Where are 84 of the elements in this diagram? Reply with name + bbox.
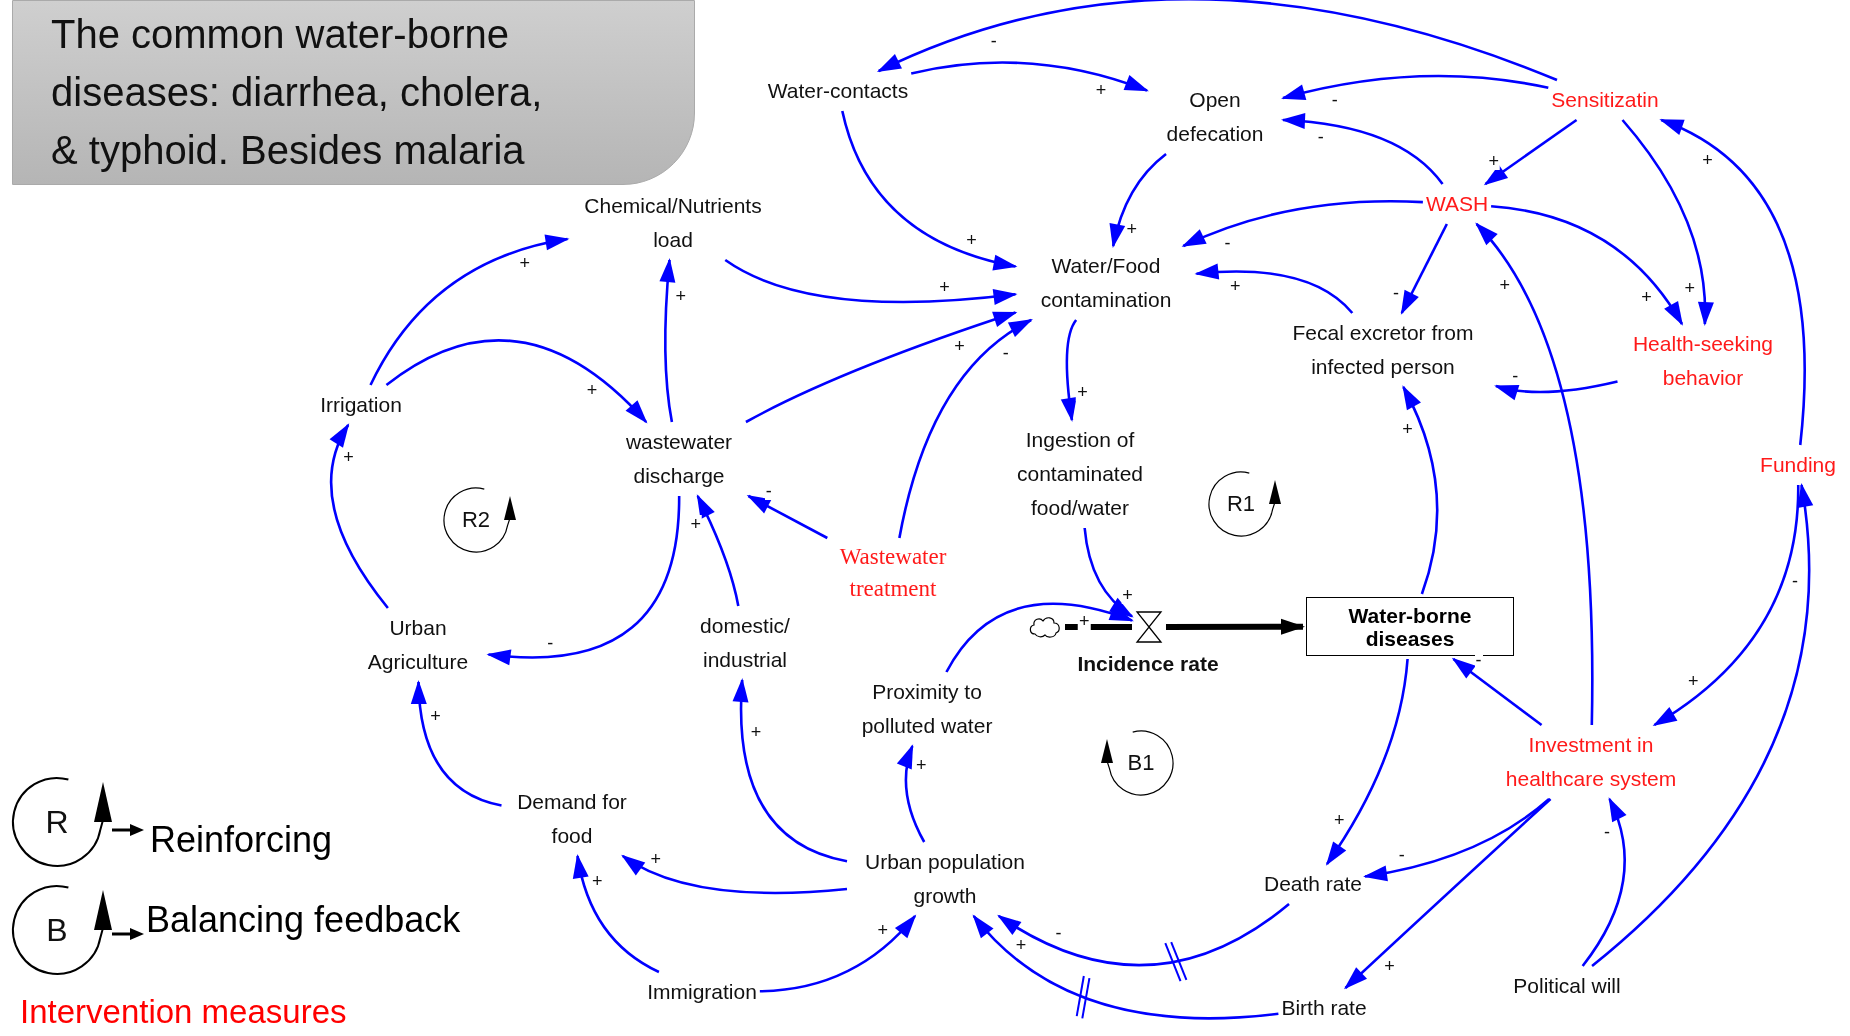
source-cloud bbox=[1028, 614, 1062, 640]
variable-label: Political will bbox=[1513, 969, 1621, 1003]
causal-arrow bbox=[1475, 222, 1594, 725]
flow-valve bbox=[1135, 611, 1163, 643]
causal-arrow bbox=[759, 914, 917, 993]
causal-arrow bbox=[1181, 200, 1423, 248]
causal-arrow bbox=[1325, 658, 1409, 866]
causal-arrow bbox=[369, 235, 570, 386]
variable-label: Open defecation bbox=[1150, 83, 1280, 151]
variable-label: Fecal excretor from infected person bbox=[1273, 316, 1493, 384]
causal-arrow bbox=[733, 678, 848, 863]
variable-label: Ingestion of contaminated food/water bbox=[1005, 423, 1155, 525]
causal-arrow bbox=[1451, 657, 1543, 727]
variable-label: Chemical/Nutrients load bbox=[570, 189, 776, 257]
note-box bbox=[12, 0, 695, 185]
causal-arrow bbox=[1591, 483, 1813, 967]
causal-arrow bbox=[1281, 74, 1549, 101]
causal-arrow bbox=[1110, 153, 1167, 248]
loop-label: B1 bbox=[1127, 750, 1155, 776]
variable-label: Water/Food contamination bbox=[1018, 249, 1194, 317]
flow-pipe bbox=[1166, 618, 1305, 635]
intervention-label: Wastewater treatment bbox=[825, 541, 961, 605]
causal-arrow bbox=[1652, 484, 1800, 727]
variable-label: Urban population growth bbox=[850, 845, 1040, 913]
variable-label: domestic/ industrial bbox=[690, 609, 800, 677]
variable-label: Immigration bbox=[647, 975, 757, 1009]
loop-label: R2 bbox=[461, 507, 491, 533]
causal-arrow bbox=[659, 258, 676, 423]
legend-label: Balancing feedback bbox=[146, 899, 461, 941]
causal-arrow bbox=[724, 258, 1018, 305]
causal-arrow bbox=[1491, 205, 1684, 326]
intervention-label: Sensitizatin bbox=[1551, 83, 1659, 117]
causal-arrow bbox=[1344, 798, 1552, 990]
causal-arrow bbox=[1083, 527, 1134, 618]
causal-arrow bbox=[1400, 223, 1449, 315]
note-text: The common water-borne diseases: diarrhea, cholera, & typhoid. Besides malaria bbox=[51, 11, 544, 174]
stock-box bbox=[1306, 597, 1514, 656]
causal-arrow bbox=[1061, 319, 1078, 422]
causal-arrow bbox=[1402, 385, 1439, 595]
legend-label: Intervention measures bbox=[20, 993, 347, 1031]
causal-arrow bbox=[385, 339, 648, 424]
causal-arrow bbox=[1281, 113, 1444, 185]
loop-label: B bbox=[46, 911, 68, 949]
causal-arrow bbox=[1194, 263, 1354, 314]
loop-label: R1 bbox=[1226, 491, 1256, 517]
causal-arrow bbox=[573, 854, 660, 974]
causal-arrow bbox=[696, 494, 740, 607]
causal-arrow bbox=[1581, 797, 1626, 967]
variable-label: Death rate bbox=[1263, 867, 1363, 901]
causal-arrow bbox=[945, 602, 1134, 673]
causal-arrow bbox=[1483, 118, 1578, 186]
causal-arrow bbox=[897, 744, 926, 843]
causal-arrow bbox=[910, 61, 1149, 92]
stock-label: Water-borne diseases bbox=[1347, 603, 1473, 650]
flow-pipe bbox=[1065, 624, 1132, 630]
causal-arrow bbox=[898, 318, 1033, 539]
causal-arrow bbox=[1363, 798, 1550, 881]
intervention-label: Investment in healthcare system bbox=[1493, 728, 1689, 796]
causal-arrow bbox=[1494, 380, 1618, 400]
intervention-label: Health-seeking behavior bbox=[1620, 327, 1786, 395]
flow-label: Incidence rate bbox=[1077, 652, 1219, 676]
variable-label: Irrigation bbox=[320, 388, 402, 422]
intervention-label: WASH bbox=[1425, 187, 1489, 221]
causal-arrow bbox=[997, 902, 1290, 967]
causal-arrow bbox=[841, 110, 1018, 270]
causal-arrow bbox=[621, 854, 848, 895]
legend-label: Reinforcing bbox=[150, 819, 333, 861]
variable-label: Urban Agriculture bbox=[350, 611, 486, 679]
causal-arrow bbox=[486, 495, 681, 665]
causal-arrow bbox=[1659, 118, 1806, 446]
variable-label: Demand for food bbox=[504, 785, 640, 853]
causal-arrow bbox=[972, 914, 1279, 1020]
causal-arrow bbox=[329, 423, 389, 609]
loop-label: R bbox=[45, 803, 69, 841]
intervention-label: Funding bbox=[1760, 448, 1836, 482]
variable-label: Water-contacts bbox=[767, 74, 909, 108]
causal-arrow bbox=[1621, 119, 1714, 326]
variable-label: wastewater discharge bbox=[606, 425, 752, 493]
variable-label: Birth rate bbox=[1281, 991, 1367, 1025]
causal-arrow bbox=[745, 311, 1018, 424]
causal-arrow bbox=[746, 494, 828, 540]
causal-arrow bbox=[876, 0, 1558, 82]
variable-label: Proximity to polluted water bbox=[844, 675, 1010, 743]
causal-arrow bbox=[411, 680, 502, 807]
